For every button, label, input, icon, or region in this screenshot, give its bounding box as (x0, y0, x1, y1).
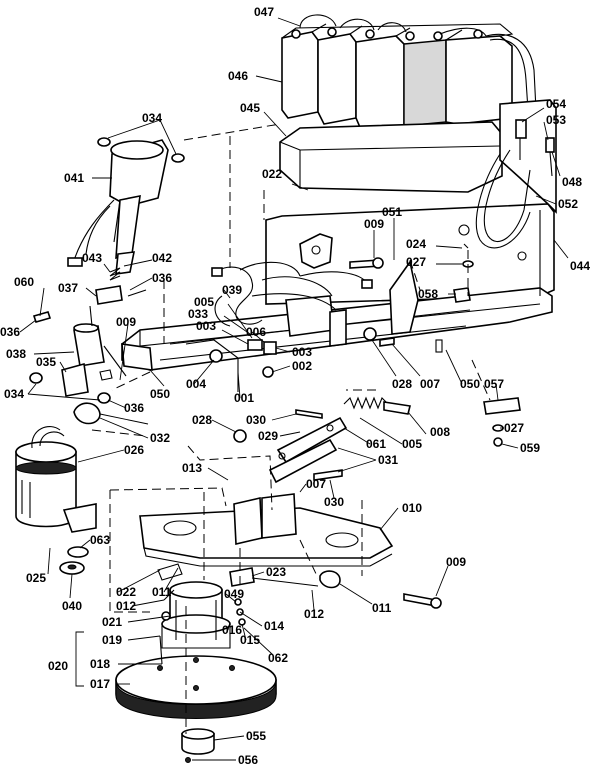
callout-047: 047 (254, 5, 274, 19)
callout-020: 020 (48, 659, 68, 673)
callout-033: 033 (188, 307, 208, 321)
callout-057: 057 (484, 377, 504, 391)
callout-032: 032 (150, 431, 170, 445)
callout-028b: 028 (192, 413, 212, 427)
callout-017: 017 (90, 677, 110, 691)
callout-054: 054 (546, 97, 566, 111)
callout-055: 055 (246, 729, 266, 743)
callout-004: 004 (186, 377, 206, 391)
callout-053: 053 (546, 113, 566, 127)
callout-040: 040 (62, 599, 82, 613)
callout-031: 031 (378, 453, 398, 467)
callout-023: 023 (266, 565, 286, 579)
actuator-assembly (67, 137, 185, 305)
callout-027b: 027 (504, 421, 524, 435)
callout-044: 044 (570, 259, 590, 273)
callout-010: 010 (402, 501, 422, 515)
callout-003b: 003 (292, 345, 312, 359)
callout-012b: 012 (304, 607, 324, 621)
callout-030b: 030 (324, 495, 344, 509)
callout-051: 051 (382, 205, 402, 219)
callout-024: 024 (406, 237, 426, 251)
callout-036b: 036 (0, 325, 20, 339)
callout-003a: 003 (196, 319, 216, 333)
callout-034b: 034 (4, 387, 24, 401)
callout-016: 016 (222, 623, 242, 637)
callout-025: 025 (26, 571, 46, 585)
callout-046: 046 (228, 69, 248, 83)
callout-036c: 036 (124, 401, 144, 415)
callout-005b: 005 (402, 437, 422, 451)
callout-060: 060 (14, 275, 34, 289)
callout-018: 018 (90, 657, 110, 671)
callout-005a: 005 (194, 295, 214, 309)
callout-008: 008 (430, 425, 450, 439)
drive-gear-assembly (115, 563, 319, 763)
callout-022a: 022 (262, 167, 282, 181)
callout-034a: 034 (142, 111, 162, 125)
callout-002: 002 (292, 359, 312, 373)
callout-009c: 009 (446, 555, 466, 569)
callout-058: 058 (418, 287, 438, 301)
callout-026: 026 (124, 443, 144, 457)
callout-048: 048 (562, 175, 582, 189)
callout-056: 056 (238, 753, 258, 766)
callout-011a: 011 (152, 585, 172, 599)
callout-012a: 012 (116, 599, 136, 613)
callout-043: 043 (82, 251, 102, 265)
callout-037: 037 (58, 281, 78, 295)
callout-038: 038 (6, 347, 26, 361)
assembly-lines (91, 123, 491, 734)
callout-041: 041 (64, 171, 84, 185)
callout-062: 062 (268, 651, 288, 665)
callout-061: 061 (366, 437, 386, 451)
callout-001: 001 (234, 391, 254, 405)
callout-006: 006 (246, 325, 266, 339)
callout-027a: 027 (406, 255, 426, 269)
callout-009a: 009 (364, 217, 384, 231)
lower-mount-plate (139, 493, 442, 609)
battery-tray (279, 121, 503, 193)
callout-042: 042 (152, 251, 172, 265)
drive-motor (15, 426, 97, 575)
callout-059: 059 (520, 441, 540, 455)
callout-011b: 011 (372, 601, 392, 615)
callout-039: 039 (222, 283, 242, 297)
battery-pack (281, 14, 537, 133)
callout-049: 049 (224, 587, 244, 601)
callout-019: 019 (102, 633, 122, 647)
callout-007b: 007 (306, 477, 326, 491)
callout-007a: 007 (420, 377, 440, 391)
linkage-arms (233, 396, 521, 484)
callout-050a: 050 (150, 387, 170, 401)
callout-045: 045 (240, 101, 260, 115)
callout-021: 021 (102, 615, 122, 629)
callout-036a: 036 (152, 271, 172, 285)
callout-028a: 028 (392, 377, 412, 391)
linkage-parts-left (29, 305, 127, 425)
callout-050b: 050 (460, 377, 480, 391)
leader-lines (19, 17, 569, 761)
callout-052: 052 (558, 197, 578, 211)
callout-014: 014 (264, 619, 284, 633)
callout-035: 035 (36, 355, 56, 369)
callout-022b: 022 (116, 585, 136, 599)
callout-063: 063 (90, 533, 110, 547)
callout-009b: 009 (116, 315, 136, 329)
callout-013: 013 (182, 461, 202, 475)
callout-030a: 030 (246, 413, 266, 427)
callout-029: 029 (258, 429, 278, 443)
